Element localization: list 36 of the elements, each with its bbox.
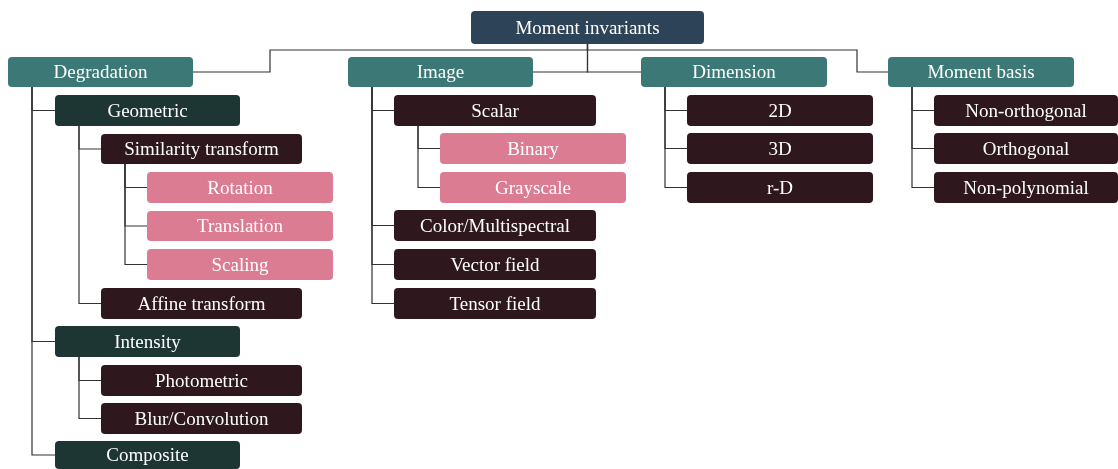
category-box: Photometric xyxy=(101,365,302,396)
category-box: Grayscale xyxy=(440,172,626,203)
category-box: Scalar xyxy=(394,95,596,126)
connector-line xyxy=(31,86,56,456)
category-box: Non-polynomial xyxy=(934,172,1118,203)
category-box: Non-orthogonal xyxy=(934,95,1118,126)
category-box: Tensor field xyxy=(394,288,596,319)
connector-line xyxy=(78,125,102,305)
connector-line xyxy=(911,86,935,189)
category-box: Scaling xyxy=(147,249,333,280)
category-box: Dimension xyxy=(641,57,827,87)
category-box: Rotation xyxy=(147,172,333,203)
category-box: Similarity transform xyxy=(101,134,302,164)
category-box: r-D xyxy=(687,172,873,203)
category-box: Degradation xyxy=(8,57,193,87)
category-box: Intensity xyxy=(55,326,240,357)
category-box: Translation xyxy=(147,211,333,241)
connector-line xyxy=(664,86,688,189)
category-box: Image xyxy=(348,57,533,87)
category-box: 2D xyxy=(687,95,873,126)
category-box: Moment basis xyxy=(888,57,1074,87)
category-box: Orthogonal xyxy=(934,133,1118,164)
category-box: Composite xyxy=(55,441,240,469)
category-box: Affine transform xyxy=(101,288,302,319)
category-box: Geometric xyxy=(55,95,240,126)
connector-line xyxy=(78,356,102,420)
category-box: Color/Multispectral xyxy=(394,210,596,241)
connector-line xyxy=(124,163,148,266)
category-box: Vector field xyxy=(394,249,596,280)
category-box: Binary xyxy=(440,133,626,164)
connector-line xyxy=(371,86,395,305)
category-box: Moment invariants xyxy=(471,11,704,44)
connector-line xyxy=(586,43,889,73)
category-box: 3D xyxy=(687,133,873,164)
connector-line xyxy=(417,125,441,189)
category-box: Blur/Convolution xyxy=(101,403,302,434)
